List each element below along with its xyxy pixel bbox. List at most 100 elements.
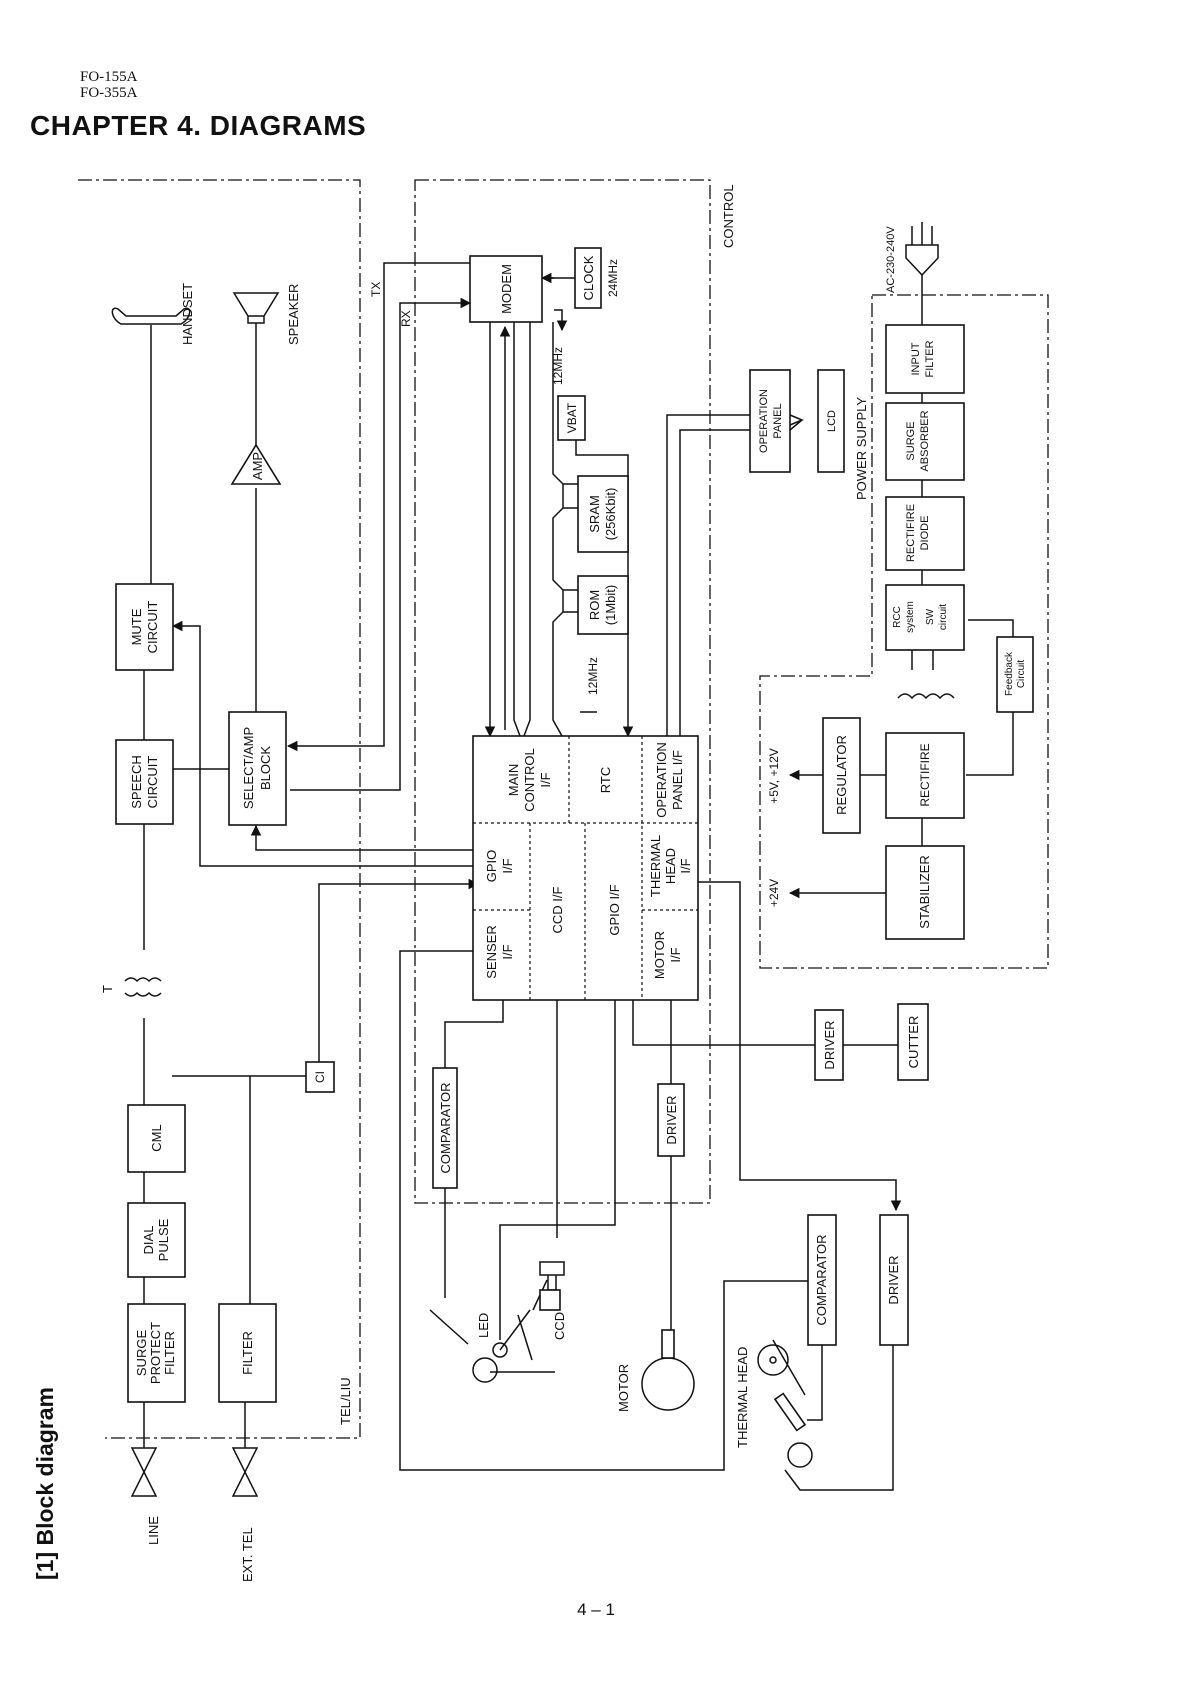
- cutter-label: CUTTER: [906, 1016, 921, 1069]
- tx-label: TX: [369, 282, 383, 297]
- rcc-sw-block: [885, 584, 965, 651]
- rcc-sw-label-1: RCC: [892, 606, 903, 628]
- lcd-block: [817, 369, 845, 473]
- speaker-icon: [232, 292, 280, 324]
- cml-block: [127, 1104, 186, 1173]
- gpio-if-2-label: GPIO I/F: [607, 884, 622, 935]
- select-amp-block: [228, 711, 287, 826]
- senser-if-label-2: I/F: [500, 944, 515, 959]
- line-terminal-icon: [130, 1447, 158, 1497]
- mute-circuit-label-1: MUTE: [129, 608, 144, 645]
- mute-circuit-label-2: CIRCUIT: [145, 601, 160, 654]
- clock-label: CLOCK: [581, 255, 596, 300]
- ac-input-label: AC-230-240V: [885, 226, 897, 293]
- rcc-sw-label-4: circuit: [938, 604, 949, 630]
- driver-1-label: DRIVER: [664, 1095, 679, 1144]
- thermal-head-if-label-1: THERMAL: [648, 835, 663, 897]
- out-5v-12v-label: +5V, +12V: [767, 748, 781, 804]
- motor-icon: [641, 1357, 695, 1411]
- led-label: LED: [476, 1313, 491, 1338]
- driver-cutter-block: [814, 1009, 844, 1081]
- ci-label: CI: [313, 1071, 327, 1083]
- speaker-label: SPEAKER: [286, 284, 301, 345]
- thermal-head-label: THERMAL HEAD: [735, 1347, 750, 1448]
- model-number-1: FO-155A: [80, 69, 138, 85]
- transformer-label: T: [100, 985, 115, 993]
- clock-block: [574, 247, 602, 309]
- rcc-sw-label-2: system: [905, 601, 916, 633]
- feedback-block: [996, 636, 1034, 713]
- sram-label-1: SRAM: [587, 495, 602, 533]
- page-number: 4 – 1: [577, 1600, 615, 1619]
- motor-if-label-1: MOTOR: [652, 931, 667, 979]
- ac-plug-icon: [905, 222, 939, 277]
- speech-circuit-label-1: SPEECH: [129, 755, 144, 808]
- input-filter-label-1: INPUT: [910, 342, 922, 375]
- amp-label: AMP: [250, 452, 265, 480]
- ccd-label: CCD: [552, 1312, 567, 1340]
- gpio-if-1-label-1: GPIO: [484, 850, 499, 883]
- clock-freq-label: 24MHz: [606, 259, 620, 297]
- out-24v-label: +24V: [767, 879, 781, 907]
- surge-protect-filter-block: [127, 1303, 186, 1403]
- rectifire-diode-label-2: DIODE: [919, 516, 931, 551]
- amp-triangle: [230, 443, 282, 485]
- power-supply-label: POWER SUPPLY: [854, 397, 869, 500]
- operation-panel-block: [749, 369, 791, 473]
- driver-1-block: [657, 1083, 685, 1157]
- lcd-label: LCD: [826, 410, 838, 432]
- rectifire-diode-label-1: RECTIFIRE: [905, 504, 917, 562]
- handset-icon: [111, 307, 191, 325]
- vbat-label: VBAT: [565, 402, 579, 433]
- rom-label-1: ROM: [587, 590, 602, 620]
- thermal-head-roller-icon: [757, 1344, 789, 1376]
- handset-label: HANDSET: [180, 283, 195, 345]
- filter-block: [218, 1303, 277, 1403]
- surge-absorber-block: [885, 402, 965, 481]
- thermal-head-if-label-2: HEAD: [663, 848, 678, 884]
- feedback-label-1: Feedback: [1004, 651, 1015, 696]
- select-amp-label-1: SELECT/AMP: [241, 727, 256, 809]
- rectifire-diode-block: [885, 496, 965, 571]
- surge-absorber-label-2: ABSORBER: [919, 410, 931, 471]
- input-filter-block: [885, 324, 965, 394]
- speech-circuit-block: [115, 739, 174, 825]
- surge-protect-label-1: SURGE: [134, 1330, 149, 1377]
- ci-block: [305, 1061, 335, 1093]
- driver-2-label: DRIVER: [886, 1255, 901, 1304]
- thermal-head-if-label-3: I/F: [678, 858, 693, 873]
- line-label: LINE: [146, 1516, 161, 1545]
- input-filter-label-2: FILTER: [924, 340, 936, 377]
- operation-panel-if-label-2: PANEL I/F: [670, 750, 685, 810]
- select-amp-label-2: BLOCK: [258, 746, 273, 790]
- main-control-if-label-2: CONTROL: [522, 748, 537, 812]
- mute-circuit-block: [115, 583, 174, 671]
- dial-pulse-label-1: DIAL: [141, 1226, 156, 1255]
- speech-circuit-label-2: CIRCUIT: [145, 756, 160, 809]
- rectifire-label: RECTIFIRE: [918, 743, 932, 806]
- rtc-clock-label: 12MHz: [586, 657, 600, 695]
- surge-protect-label-2: PROTECT: [148, 1322, 163, 1384]
- comparator-2-label: COMPARATOR: [814, 1234, 829, 1325]
- modem-clock-label: 12MHz: [551, 347, 565, 385]
- control-region-border: [414, 179, 711, 1204]
- main-control-if-label-1: MAIN: [506, 764, 521, 797]
- motor-if-label-2: I/F: [668, 947, 683, 962]
- ext-tel-terminal-icon: [231, 1447, 259, 1497]
- comparator-1-block: [432, 1067, 458, 1189]
- tel-liu-region-border: [78, 179, 361, 1439]
- operation-panel-label-2: PANEL: [772, 403, 784, 438]
- regulator-block: [822, 717, 861, 834]
- main-control-if-label-3: I/F: [538, 772, 553, 787]
- driver-cutter-label: DRIVER: [822, 1020, 837, 1069]
- regulator-label: REGULATOR: [834, 735, 849, 815]
- lens-icon: [472, 1357, 498, 1383]
- control-label: CONTROL: [721, 184, 736, 248]
- modem-block: [469, 255, 543, 323]
- vbat-block: [557, 395, 586, 441]
- rom-label-2: (1Mbit): [603, 585, 618, 625]
- rtc-label: RTC: [598, 767, 613, 793]
- rom-block: [577, 575, 629, 635]
- ext-tel-label: EXT. TEL: [240, 1527, 255, 1582]
